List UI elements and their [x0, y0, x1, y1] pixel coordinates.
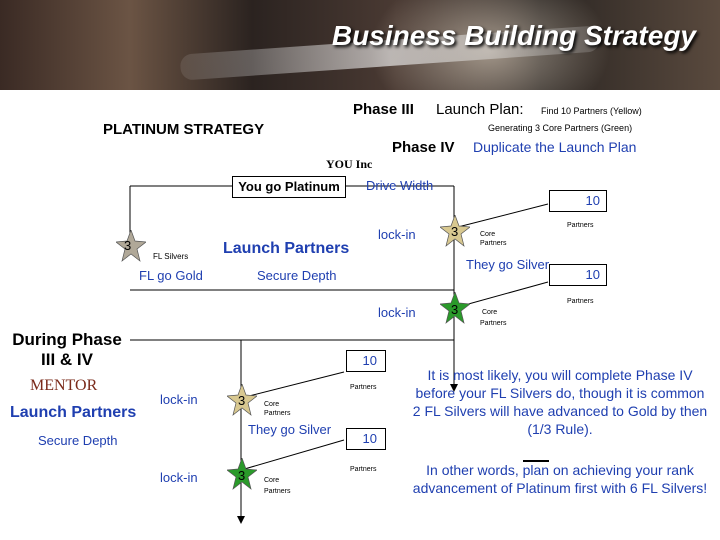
right-lockin-2: lock-in — [378, 305, 416, 320]
right-lockin-1: lock-in — [378, 227, 416, 242]
note-paragraph-1: It is most likely, you will complete Pha… — [410, 366, 710, 438]
lower-lockin-2: lock-in — [160, 470, 198, 485]
right-top-partners-box: 10 — [549, 190, 607, 212]
right-top-box-partners: Partners — [567, 222, 593, 229]
note-paragraph-2: In other words, plan on achieving your r… — [410, 461, 710, 497]
you-go-platinum-text: You go Platinum — [238, 179, 340, 194]
lower-bot-partners-box: 10 — [346, 428, 386, 450]
right-yellow-star-label: Core Partners — [480, 230, 510, 248]
right-mid-box-partners: Partners — [567, 298, 593, 305]
lower-lockin-1: lock-in — [160, 392, 198, 407]
lower-green-star-label-1: Core — [264, 477, 279, 484]
phase3-note: Find 10 Partners (Yellow) — [541, 106, 642, 116]
phase4-text: Duplicate the Launch Plan — [473, 139, 636, 155]
right-green-star-count: 3 — [451, 302, 458, 317]
you-go-platinum-box: You go Platinum — [232, 176, 346, 198]
during-phase-heading: During Phase III & IV — [6, 330, 128, 370]
mentor-label: MENTOR — [30, 377, 97, 395]
fl-go-gold-label: FL go Gold — [139, 268, 203, 283]
right-mid-box-value: 10 — [586, 265, 600, 285]
drive-width-label: Drive Width — [366, 178, 433, 193]
fl-silvers-label: FL Silvers — [153, 252, 188, 261]
lower-bot-box-value: 10 — [363, 429, 377, 449]
right-mid-partners-box: 10 — [549, 264, 607, 286]
platinum-strategy-heading: PLATINUM STRATEGY — [103, 121, 264, 138]
note-paragraph-2-start: In other words, — [426, 462, 523, 478]
phase3-label: Phase III — [353, 101, 414, 118]
secure-depth-label: Secure Depth — [257, 268, 337, 283]
right-green-star-label-2: Partners — [480, 320, 506, 327]
lower-bot-box-partners: Partners — [350, 466, 376, 473]
right-they-go-silver: They go Silver — [466, 257, 549, 272]
right-green-star-label-1: Core — [482, 309, 497, 316]
lower-green-star-count: 3 — [238, 468, 245, 483]
you-inc-label: YOU Inc — [326, 157, 372, 172]
phase4-label: Phase IV — [392, 139, 455, 156]
right-top-box-value: 10 — [586, 191, 600, 211]
lower-yellow-star-count: 3 — [238, 393, 245, 408]
left-launch-partners-heading: Launch Partners — [10, 404, 136, 422]
lower-top-box-partners: Partners — [350, 384, 376, 391]
left-star-count: 3 — [124, 238, 131, 253]
lower-green-star-label-2: Partners — [264, 488, 290, 495]
lower-top-partners-box: 10 — [346, 350, 386, 372]
left-secure-depth-label: Secure Depth — [38, 433, 118, 448]
phase3-text: Launch Plan: — [436, 101, 524, 118]
lower-they-go-silver: They go Silver — [248, 422, 331, 437]
phase3-sub: Generating 3 Core Partners (Green) — [488, 123, 632, 133]
lower-top-box-value: 10 — [363, 351, 377, 371]
right-yellow-star-count: 3 — [451, 224, 458, 239]
note-plan-emphasis: plan — [523, 460, 549, 478]
lower-yellow-star-label: Core Partners — [264, 400, 294, 418]
launch-partners-heading: Launch Partners — [223, 240, 349, 258]
